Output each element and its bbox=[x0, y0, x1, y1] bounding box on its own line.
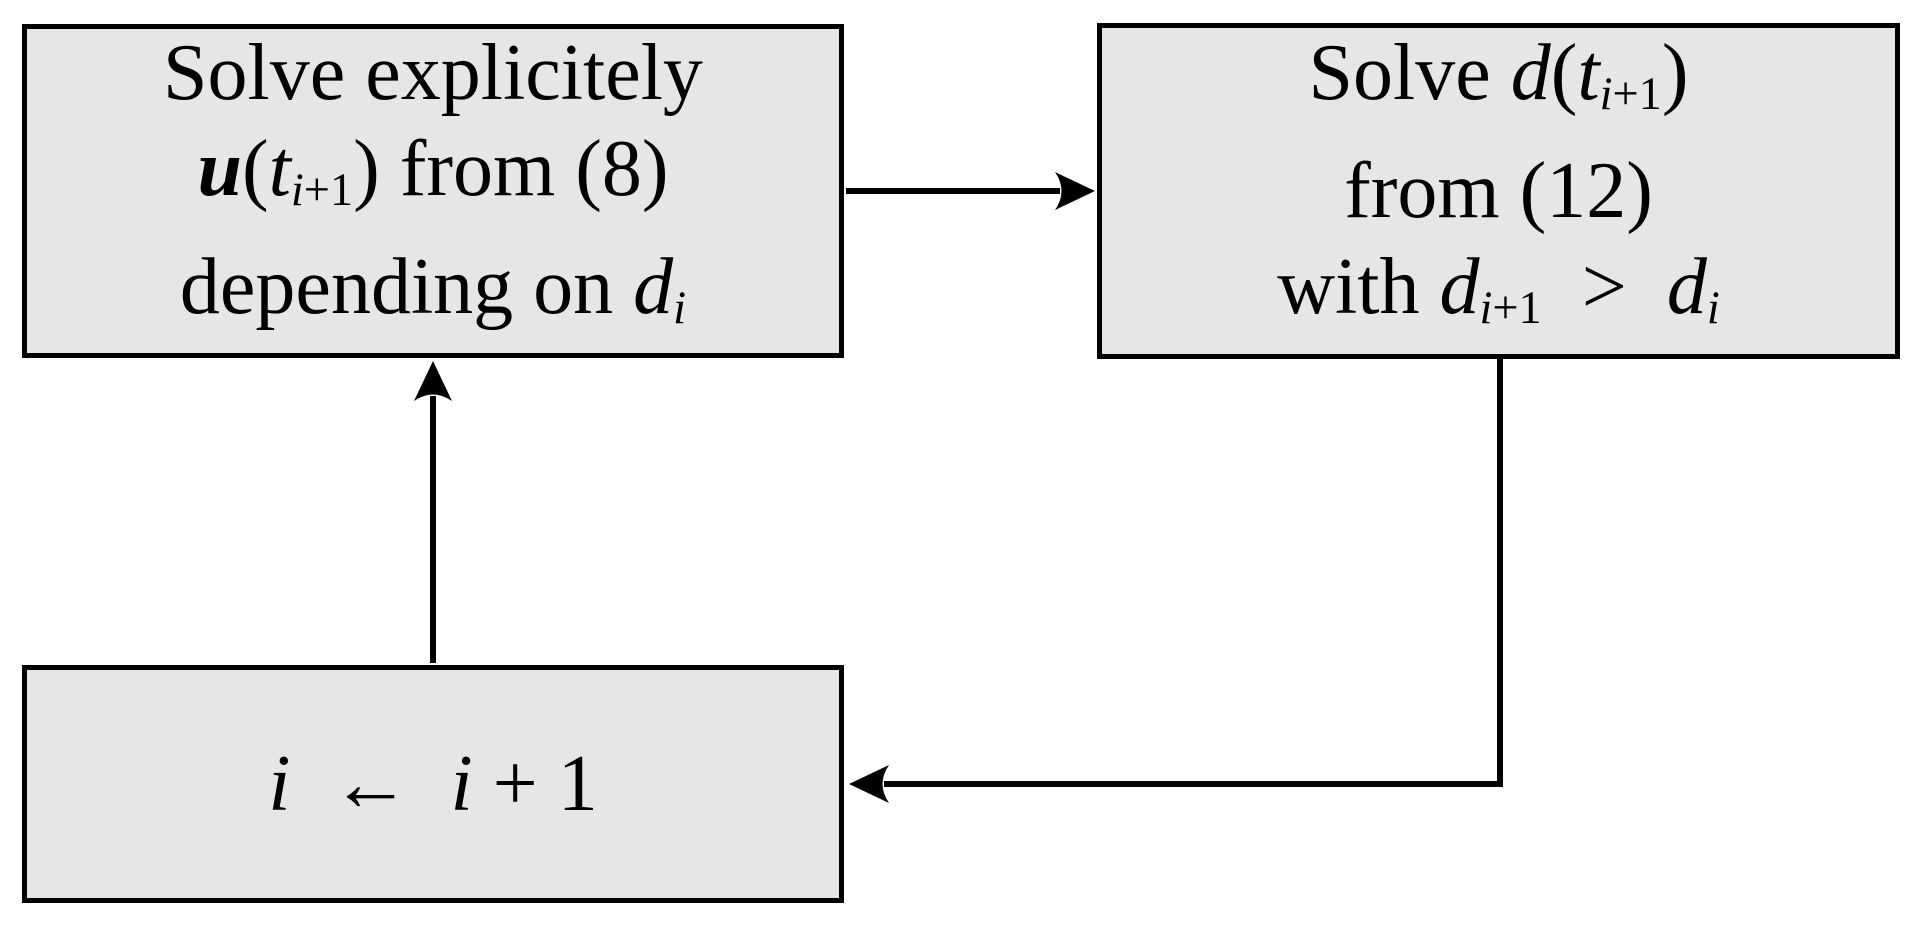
arrow-solve-u-to-solve-d bbox=[846, 172, 1095, 210]
box-solve-explicitly: Solve explicitely u(ti+1) from (8) depen… bbox=[22, 24, 844, 358]
text-run: with bbox=[1277, 243, 1440, 331]
var-t: t bbox=[268, 124, 291, 213]
var-u-bold: u bbox=[197, 124, 242, 213]
arrowhead-right-icon bbox=[1055, 172, 1095, 210]
var-d: d bbox=[1439, 243, 1480, 331]
var-d: d bbox=[1666, 243, 1707, 331]
box-increment-line-1: i ← i + 1 bbox=[268, 736, 598, 832]
left-arrow-symbol: ← bbox=[290, 740, 451, 828]
text-run: Solve explicitely bbox=[163, 28, 703, 117]
box-solve-d: Solve d(ti+1) from (12) with di+1 > di bbox=[1097, 23, 1900, 359]
text-run: + 1 bbox=[472, 740, 598, 828]
var-d: d bbox=[633, 243, 674, 331]
arrow-solve-d-to-increment bbox=[849, 357, 1503, 803]
subscript-i: i bbox=[1599, 69, 1613, 120]
text-run: depending on bbox=[179, 243, 634, 331]
box-solve-d-line-2: from (12) bbox=[1344, 143, 1653, 239]
subscript-i: i bbox=[1479, 283, 1493, 335]
box-solve-u-line-3: depending on di bbox=[180, 239, 686, 357]
arrowhead-up-icon bbox=[414, 361, 452, 401]
arrowhead-left-icon bbox=[849, 765, 889, 803]
paren-open: ( bbox=[241, 124, 269, 213]
var-t: t bbox=[1577, 28, 1600, 117]
box-solve-u-line-2: u(ti+1) from (8) bbox=[197, 121, 668, 239]
text-run: ) from (8) bbox=[353, 124, 669, 213]
text-run: from (12) bbox=[1344, 147, 1653, 235]
box-solve-u-line-1: Solve explicitely bbox=[163, 25, 703, 121]
box-increment-i: i ← i + 1 bbox=[22, 665, 844, 903]
var-d: d bbox=[1510, 28, 1551, 117]
subscript-plus-1: +1 bbox=[1492, 283, 1542, 335]
subscript-plus-1: +1 bbox=[303, 165, 354, 216]
arrow-increment-to-solve-u bbox=[414, 361, 452, 663]
greater-than-sign: > bbox=[1541, 243, 1667, 331]
var-i: i bbox=[268, 740, 291, 828]
paren-open: ( bbox=[1550, 28, 1578, 117]
box-solve-d-line-3: with di+1 > di bbox=[1277, 239, 1720, 357]
text-run: Solve bbox=[1308, 28, 1511, 117]
subscript-i: i bbox=[1706, 283, 1720, 335]
subscript-i: i bbox=[290, 165, 304, 216]
box-solve-d-line-1: Solve d(ti+1) bbox=[1309, 25, 1689, 143]
subscript-i: i bbox=[673, 283, 687, 335]
subscript-plus-1: +1 bbox=[1612, 69, 1662, 120]
var-i: i bbox=[450, 740, 473, 828]
paren-close: ) bbox=[1661, 28, 1689, 117]
